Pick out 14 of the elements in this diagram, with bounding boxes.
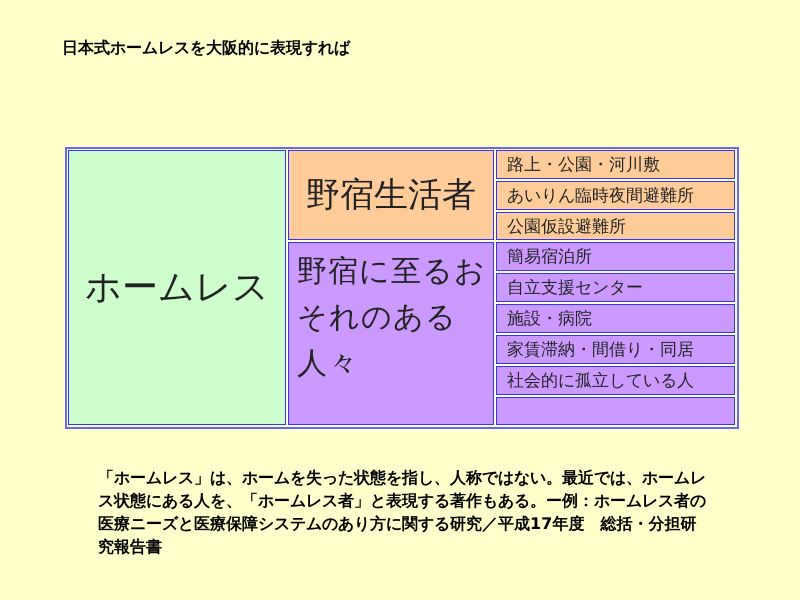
item-cell: 施設・病院 bbox=[496, 304, 735, 333]
item-cell: 路上・公園・河川敷 bbox=[496, 150, 735, 179]
item-cell: 家賃滞納・間借り・同居 bbox=[496, 335, 735, 364]
title: 日本式ホームレスを大阪的に表現すれば bbox=[62, 38, 350, 59]
caption-paragraph: 「ホームレス」は、ホームを失った状態を指し、人称ではない。最近では、ホームレス状態にある人を、「ホームレス者」と表現する著作もある。ー例：ホームレス者の医療ニーズと医療保障システムのあり方に関する研究／平成17年度 総括・分担研究報告書 bbox=[98, 467, 707, 558]
category-cell: 野宿生活者 bbox=[288, 150, 494, 240]
item-cell: 公園仮設避難所 bbox=[496, 212, 735, 240]
category-cell: ホームレス bbox=[68, 150, 286, 425]
item-cell: 簡易宿泊所 bbox=[496, 242, 735, 271]
item-cell: あいりん臨時夜間避難所 bbox=[496, 181, 735, 210]
item-cell: 自立支援センター bbox=[496, 273, 735, 302]
item-cell: 社会的に孤立している人 bbox=[496, 366, 735, 395]
category-cell: 野宿に至るおそれのある人々 bbox=[288, 242, 494, 425]
empty-cell bbox=[496, 397, 735, 425]
